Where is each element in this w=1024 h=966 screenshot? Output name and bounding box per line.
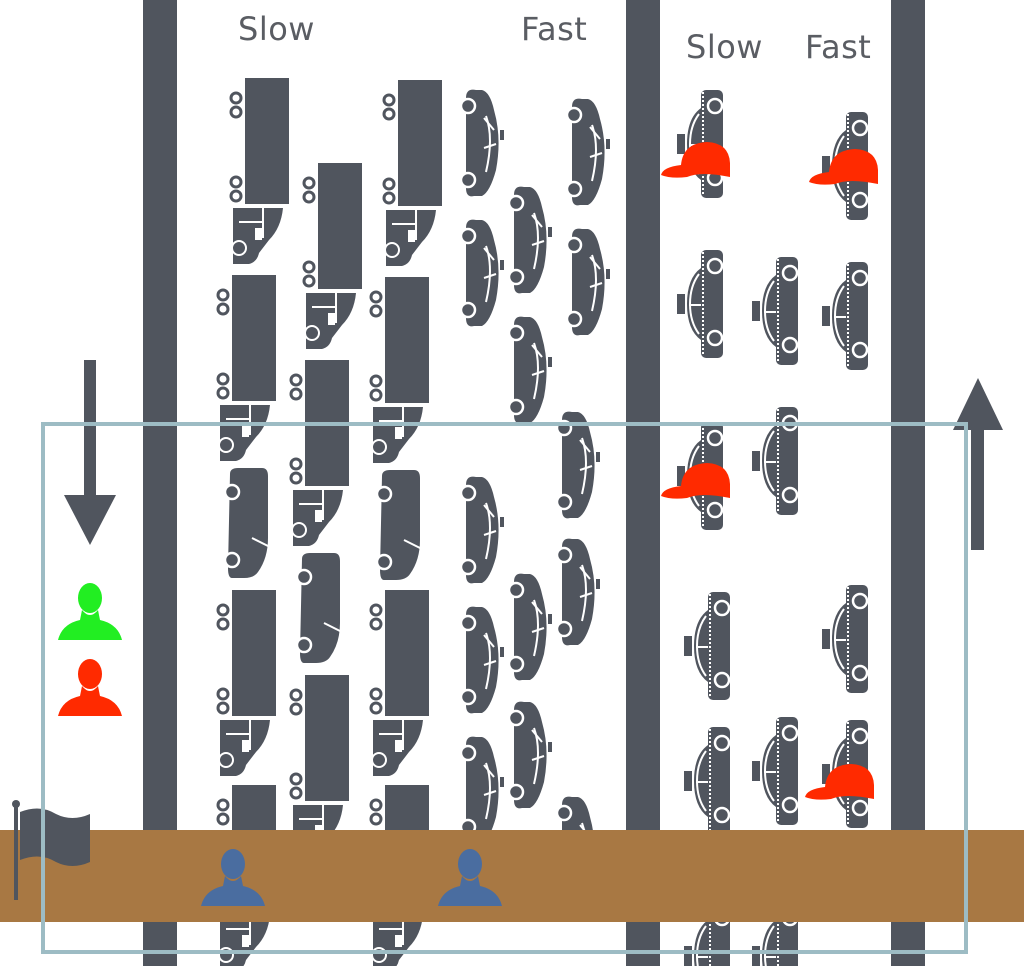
truck-icon (369, 590, 429, 778)
car-icon (508, 572, 554, 682)
van-icon (296, 553, 341, 665)
car-icon (460, 475, 506, 585)
person-icon-red (58, 659, 122, 716)
arrow-up-icon (953, 378, 1003, 550)
car-icon (566, 227, 612, 337)
truck-icon (229, 78, 289, 266)
lane-divider (626, 0, 660, 966)
lane-divider (143, 0, 177, 966)
arrow-down-icon (64, 360, 116, 545)
car-icon (460, 605, 506, 715)
cap-icon (661, 142, 730, 178)
truck-icon (369, 277, 429, 465)
flag-icon (12, 800, 90, 900)
car-icon (460, 735, 506, 845)
car-icon (460, 88, 506, 198)
car-icon (556, 537, 602, 647)
truck-icon (216, 590, 276, 778)
truck-icon (382, 80, 442, 268)
highlight-frame (41, 422, 968, 954)
car-icon (566, 97, 612, 207)
car-icon (556, 410, 602, 520)
crosswalk-band (0, 830, 1024, 922)
car-icon (508, 315, 554, 425)
taxi-icon (684, 590, 732, 702)
lane-label-fast-left: Fast (521, 10, 588, 48)
car-icon (508, 700, 554, 810)
cap-icon (809, 149, 878, 185)
lane-label-slow-right: Slow (686, 28, 763, 66)
lane-divider (891, 0, 925, 966)
person-icon-green (58, 583, 122, 640)
taxi-icon (822, 260, 870, 372)
lane-label-fast-right: Fast (805, 28, 872, 66)
truck-icon (289, 360, 349, 548)
taxi-icon (684, 725, 732, 837)
car-icon (460, 218, 506, 328)
truck-icon (302, 163, 362, 351)
taxi-icon (752, 255, 800, 367)
van-icon (224, 468, 269, 580)
van-icon (376, 470, 421, 582)
cap-icon (805, 764, 874, 800)
car-icon (508, 185, 554, 295)
lane-label-slow-left: Slow (238, 10, 315, 48)
taxi-icon (677, 248, 725, 360)
cap-icon (661, 463, 730, 499)
taxi-icon (822, 583, 870, 695)
truck-icon (216, 275, 276, 463)
taxi-icon (752, 715, 800, 827)
